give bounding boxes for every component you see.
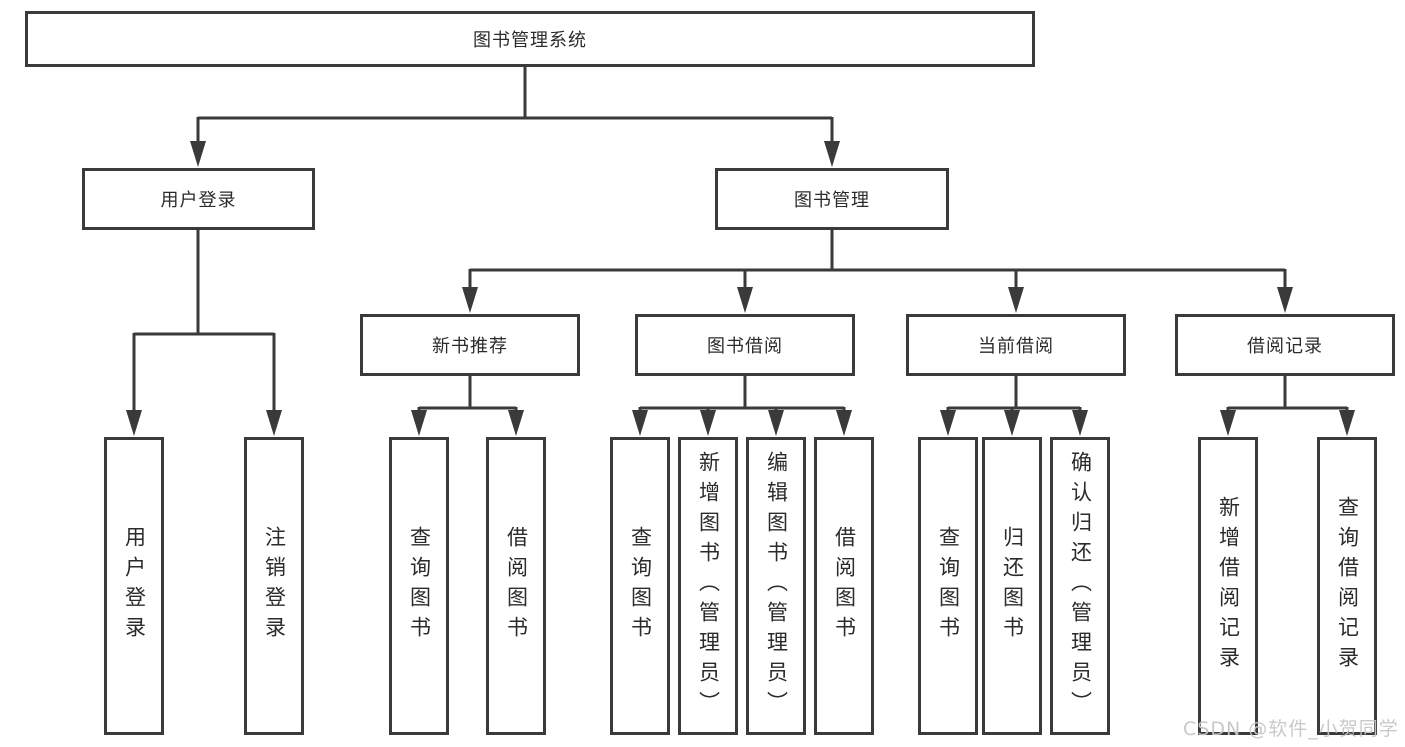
node-leaf-logout: 注销登录 bbox=[244, 437, 304, 735]
node-leaf-cb-confirm-return: 确认归还（管理员） bbox=[1050, 437, 1110, 735]
node-leaf-user-login: 用户登录 bbox=[104, 437, 164, 735]
node-leaf-nb-query-book: 查询图书 bbox=[389, 437, 449, 735]
arrowhead-icons bbox=[126, 141, 1355, 436]
node-leaf-cb-return-book-label: 归还图书 bbox=[1000, 526, 1025, 646]
node-borrow-records-label: 借阅记录 bbox=[1247, 336, 1323, 357]
node-book-borrow: 图书借阅 bbox=[635, 314, 855, 376]
node-current-borrow-label: 当前借阅 bbox=[978, 336, 1054, 357]
node-leaf-bb-edit-book-label: 编辑图书（管理员） bbox=[764, 451, 789, 721]
node-leaf-cb-query-book-label: 查询图书 bbox=[936, 526, 961, 646]
node-user-login-label: 用户登录 bbox=[160, 190, 237, 211]
node-borrow-records: 借阅记录 bbox=[1175, 314, 1395, 376]
node-leaf-bb-add-book: 新增图书（管理员） bbox=[678, 437, 738, 735]
node-leaf-cb-query-book: 查询图书 bbox=[918, 437, 978, 735]
node-leaf-br-query-record: 查询借阅记录 bbox=[1317, 437, 1377, 735]
node-book-borrow-label: 图书借阅 bbox=[707, 336, 783, 357]
node-leaf-bb-query-book-label: 查询图书 bbox=[628, 526, 653, 646]
csdn-watermark: CSDN @软件_小贺同学 bbox=[1183, 718, 1399, 740]
node-new-book-recommend: 新书推荐 bbox=[360, 314, 580, 376]
node-book-management-label: 图书管理 bbox=[794, 190, 870, 211]
node-leaf-br-query-record-label: 查询借阅记录 bbox=[1335, 496, 1360, 676]
node-root-label: 图书管理系统 bbox=[473, 30, 587, 51]
node-leaf-nb-borrow-book: 借阅图书 bbox=[486, 437, 546, 735]
node-leaf-bb-borrow-book-label: 借阅图书 bbox=[832, 526, 857, 646]
node-book-management: 图书管理 bbox=[715, 168, 949, 230]
node-leaf-bb-edit-book: 编辑图书（管理员） bbox=[746, 437, 806, 735]
node-root-system: 图书管理系统 bbox=[25, 11, 1035, 67]
node-leaf-user-login-label: 用户登录 bbox=[122, 526, 147, 646]
node-leaf-bb-add-book-label: 新增图书（管理员） bbox=[696, 451, 721, 721]
node-leaf-cb-confirm-return-label: 确认归还（管理员） bbox=[1068, 451, 1093, 721]
node-leaf-br-add-record: 新增借阅记录 bbox=[1198, 437, 1258, 735]
node-current-borrow: 当前借阅 bbox=[906, 314, 1126, 376]
node-leaf-nb-query-book-label: 查询图书 bbox=[407, 526, 432, 646]
node-leaf-bb-borrow-book: 借阅图书 bbox=[814, 437, 874, 735]
node-leaf-logout-label: 注销登录 bbox=[262, 526, 287, 646]
node-leaf-cb-return-book: 归还图书 bbox=[982, 437, 1042, 735]
node-leaf-nb-borrow-book-label: 借阅图书 bbox=[504, 526, 529, 646]
node-new-book-recommend-label: 新书推荐 bbox=[432, 336, 508, 357]
node-leaf-bb-query-book: 查询图书 bbox=[610, 437, 670, 735]
node-user-login: 用户登录 bbox=[82, 168, 315, 230]
node-leaf-br-add-record-label: 新增借阅记录 bbox=[1216, 496, 1241, 676]
